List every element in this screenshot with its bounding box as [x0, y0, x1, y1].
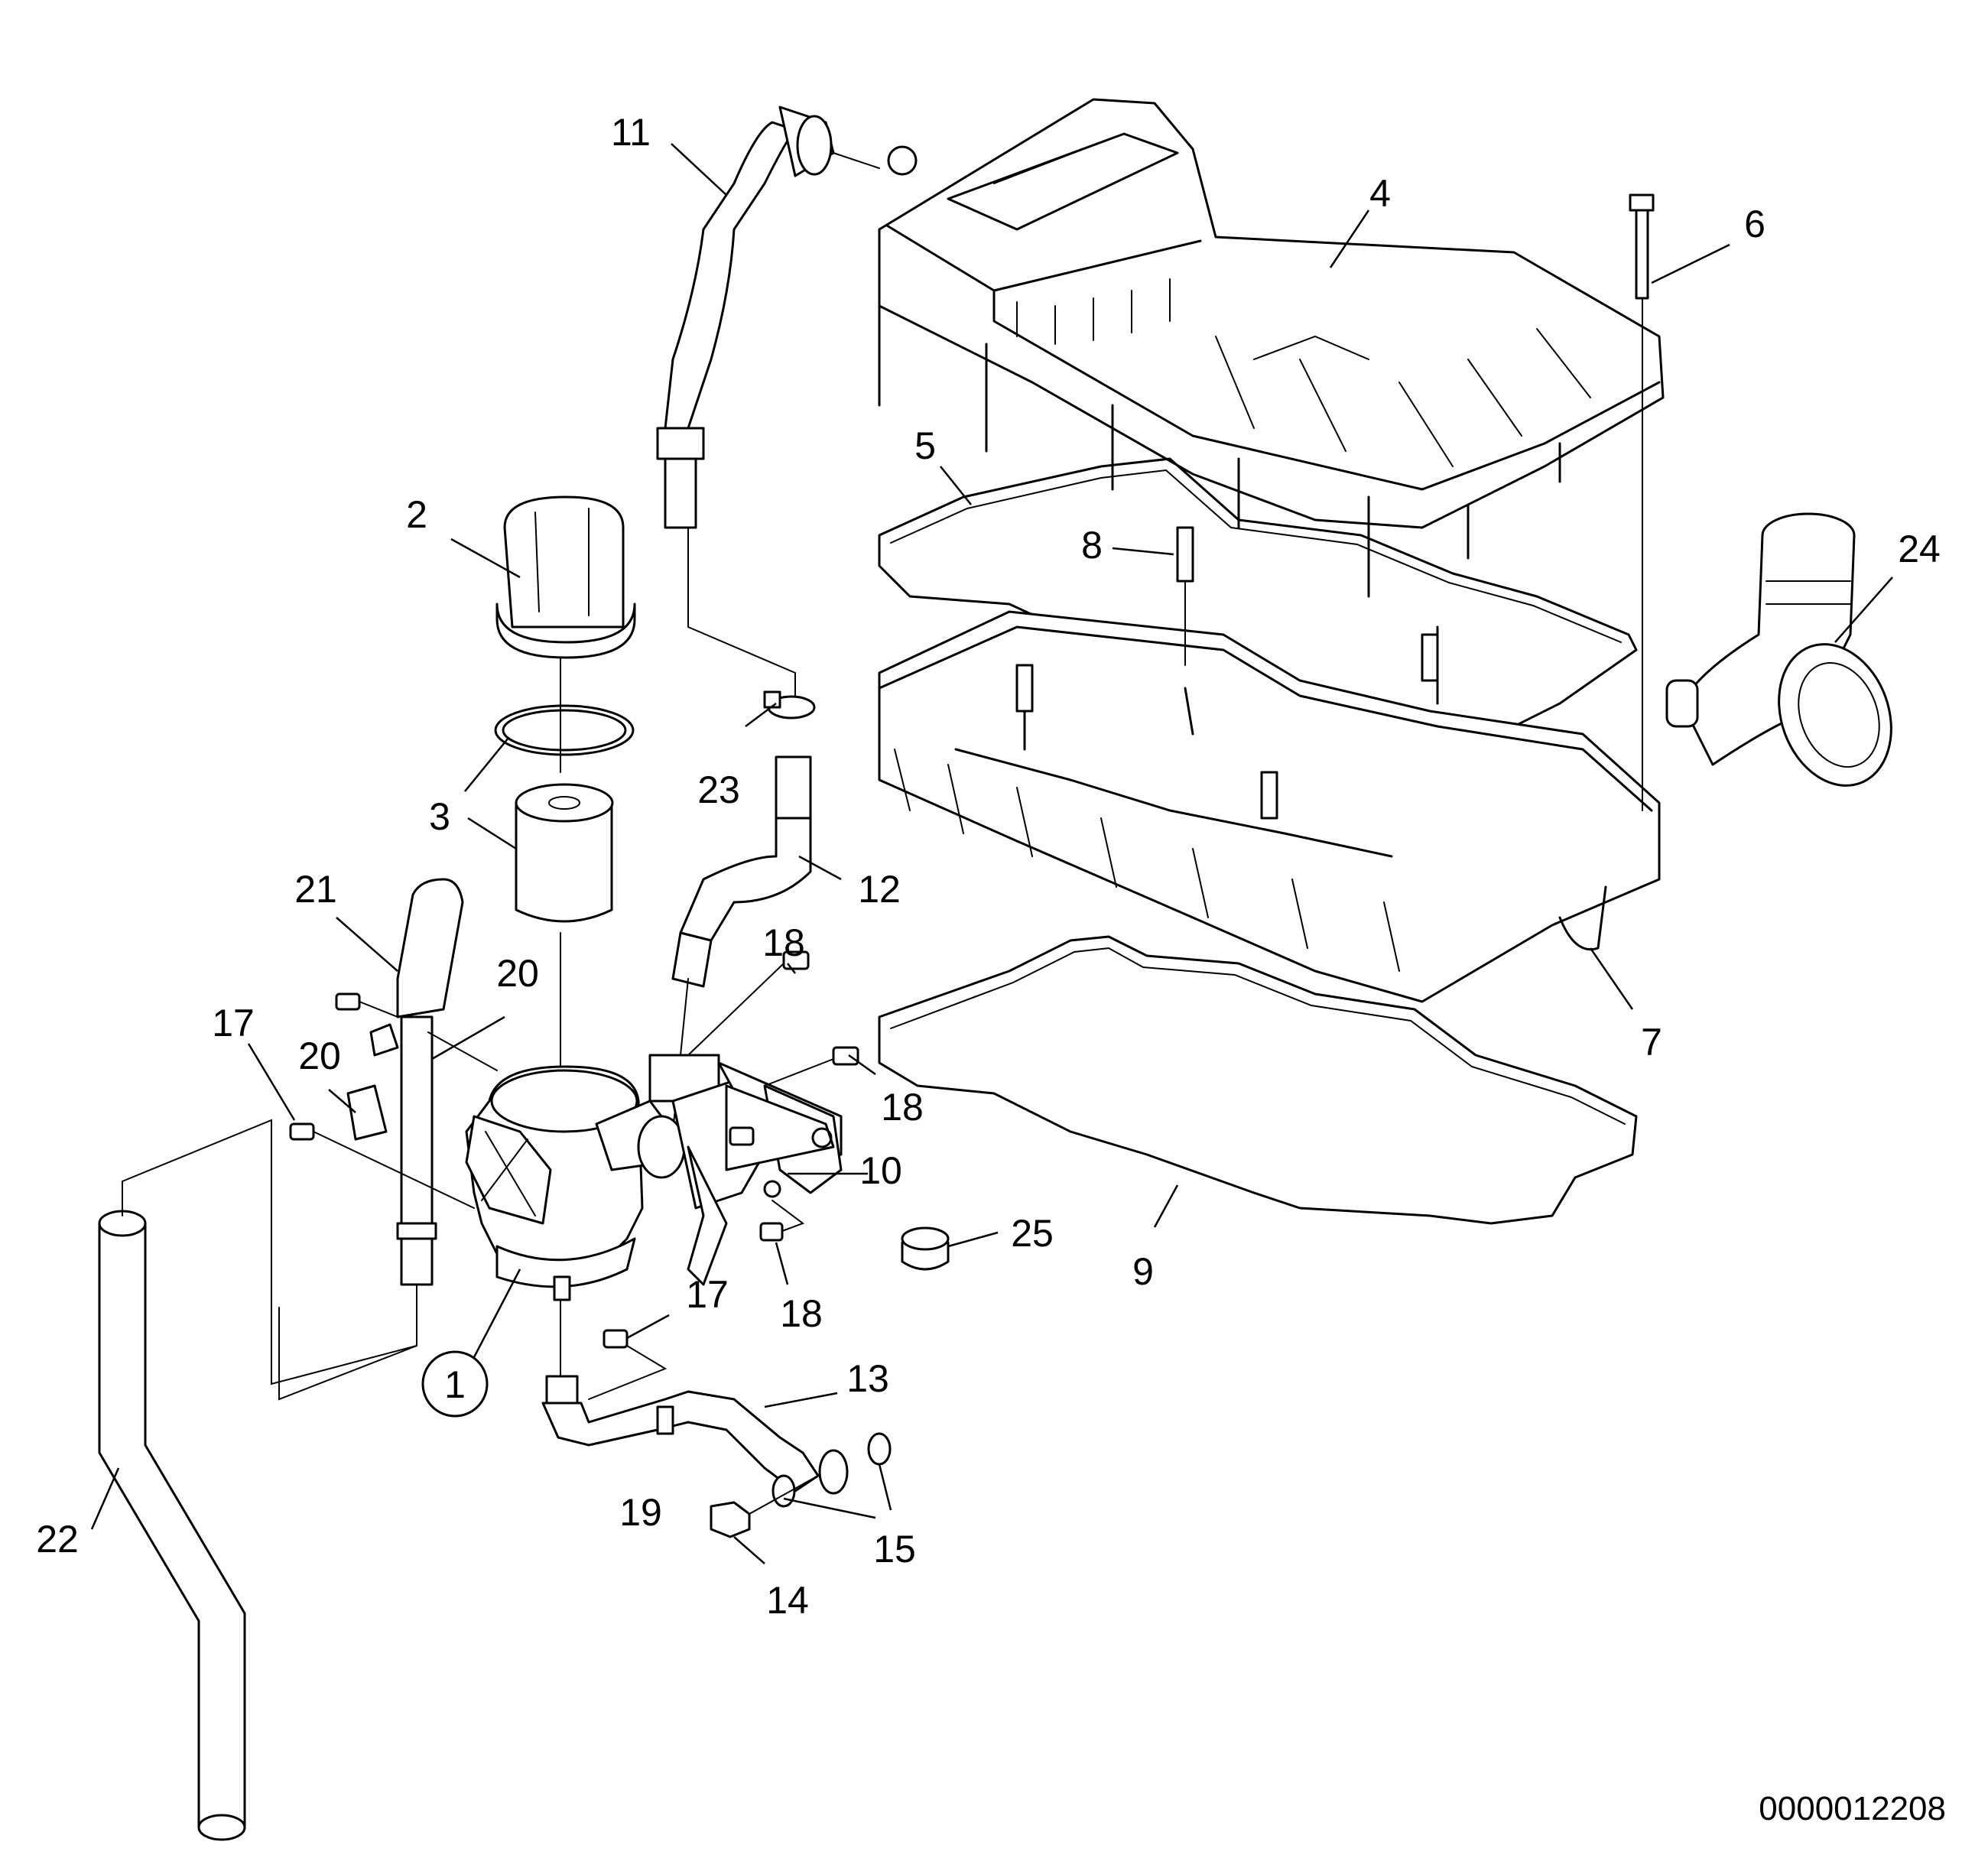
callout-8: 8	[1081, 524, 1103, 567]
callout-10: 10	[859, 1149, 902, 1192]
callout-24: 24	[1898, 528, 1941, 570]
part-24-elbow-pipe	[1665, 512, 1892, 787]
callout-22: 22	[36, 1518, 79, 1561]
callout-9: 9	[1132, 1250, 1154, 1293]
callout-1: 1	[444, 1363, 466, 1406]
callout-21: 21	[294, 868, 337, 911]
part-2-filter-cap	[495, 495, 636, 773]
callout-17-a: 17	[212, 1002, 255, 1044]
callout-6: 6	[1744, 203, 1765, 245]
callout-4: 4	[1369, 172, 1391, 215]
callout-7: 7	[1641, 1021, 1662, 1064]
document-number: 0000012208	[1759, 1790, 1946, 1827]
callout-18-b: 18	[881, 1086, 924, 1129]
callout-3: 3	[429, 795, 450, 838]
part-9-lower-gasket	[878, 935, 1638, 1225]
part-23-clamp	[763, 690, 816, 719]
callout-23: 23	[697, 768, 740, 811]
part-14-drain-plug	[710, 1475, 819, 1538]
callout-20-b: 20	[298, 1035, 341, 1077]
callout-12: 12	[858, 868, 901, 911]
bolts-and-clips	[289, 950, 859, 1400]
part-3-filter-element	[494, 704, 635, 1094]
leader-lines	[90, 143, 1893, 1564]
part-11-upper-hose	[656, 106, 880, 704]
part-4-valve-cover	[878, 98, 1665, 598]
callout-13: 13	[846, 1357, 889, 1400]
callout-18-c: 18	[780, 1292, 823, 1335]
callout-15: 15	[873, 1528, 916, 1571]
callout-5: 5	[914, 424, 936, 467]
part-21-small-hose	[278, 878, 464, 1401]
callout-19: 19	[619, 1491, 662, 1534]
callout-11: 11	[611, 111, 651, 154]
callout-1-circle	[421, 1350, 489, 1418]
callout-2: 2	[406, 493, 427, 536]
part-13-oil-pipe	[541, 1375, 892, 1508]
callout-20-a: 20	[496, 952, 539, 995]
part-5-upper-gasket	[878, 457, 1638, 758]
part-10-bracket	[725, 1084, 835, 1198]
part-8-bolts	[1015, 526, 1439, 820]
part-22-long-hose	[98, 1119, 417, 1841]
callout-25: 25	[1011, 1212, 1054, 1255]
part-6-long-bolt	[1629, 193, 1655, 811]
part-25-grommet	[901, 1226, 950, 1271]
callout-14: 14	[766, 1579, 809, 1622]
callout-18-a: 18	[762, 921, 805, 964]
callout-17-b: 17	[686, 1273, 729, 1316]
